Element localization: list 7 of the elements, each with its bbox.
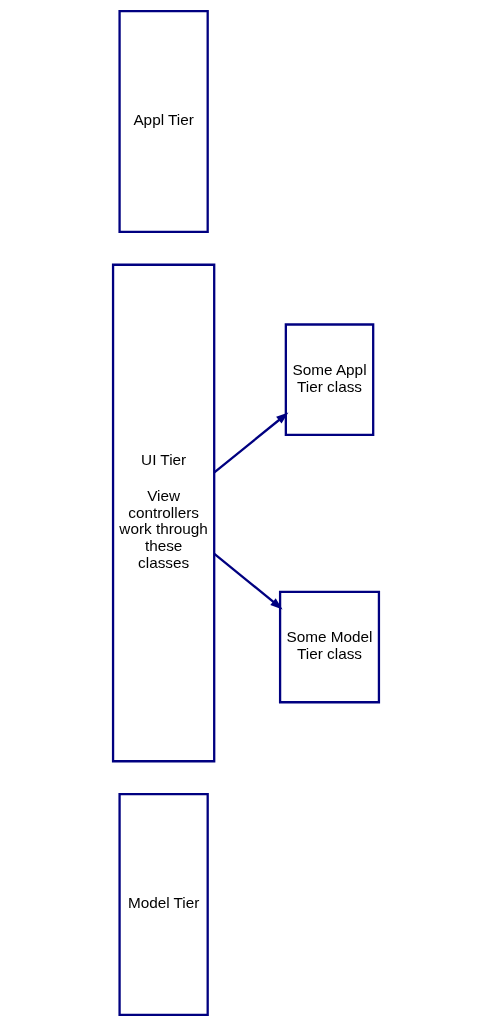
node-box: Some Model Tier class (278, 590, 381, 704)
node-box: Some Appl Tier class (284, 323, 375, 436)
arrow (213, 552, 283, 610)
arrow (213, 412, 289, 474)
node-box: Appl Tier (118, 10, 209, 233)
node-box: Model Tier (118, 793, 209, 1016)
node-box: UI Tier View controllers work through these classes (111, 263, 216, 763)
